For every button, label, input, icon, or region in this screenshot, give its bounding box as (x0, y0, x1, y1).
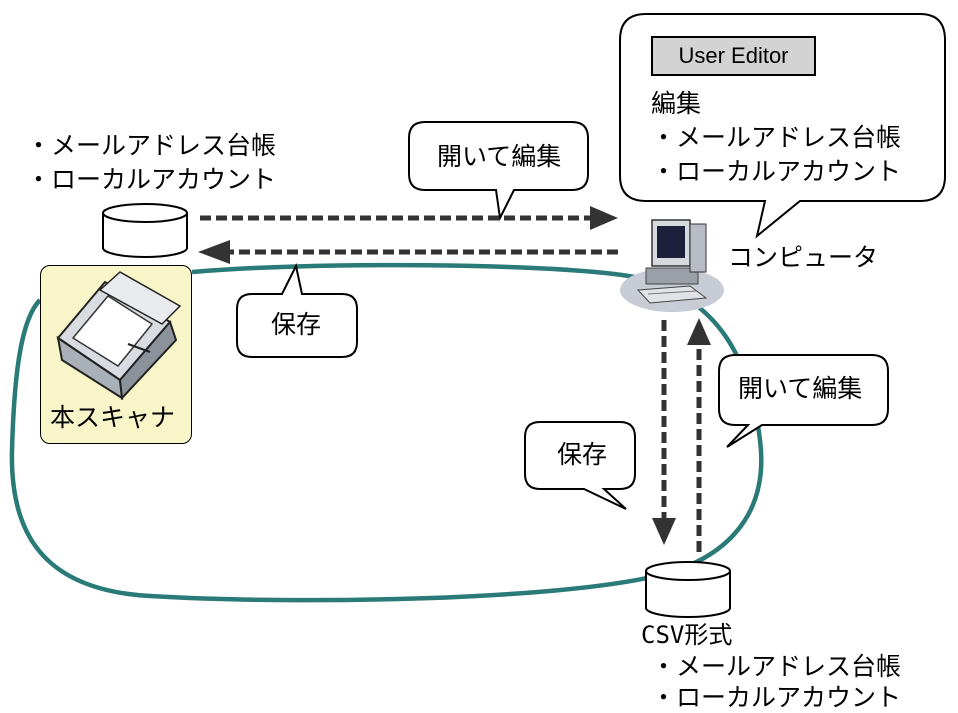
csv-title: CSV形式 (641, 621, 733, 649)
arrow-scanner-to-computer (200, 206, 618, 230)
callout-open-edit-right-shape (718, 354, 889, 448)
user-editor-heading: 編集 (651, 89, 702, 118)
user-editor-item-account: ・ローカルアカウント (651, 157, 902, 186)
callout-save-left-shape (236, 263, 358, 358)
callout-open-edit-top: 開いて編集 (437, 142, 562, 171)
scanner-device-icon-overlay (56, 271, 182, 401)
arrow-computer-to-csv (652, 320, 676, 545)
scanner-label: 本スキャナ (50, 403, 176, 432)
csv-database-icon (645, 561, 731, 618)
callout-save-right-shape (524, 421, 636, 510)
scanner-data-item-account: ・ローカルアカウント (26, 165, 277, 194)
csv-item-account: ・ローカルアカウント (651, 683, 902, 712)
callout-open-edit-right: 開いて編集 (738, 374, 863, 403)
user-editor-app-button[interactable]: User Editor (651, 36, 816, 76)
scanner-data-item-email: ・メールアドレス台帳 (26, 131, 277, 160)
user-editor-item-email: ・メールアドレス台帳 (651, 123, 902, 152)
scanner-database-icon (102, 203, 188, 258)
callout-save-right: 保存 (557, 440, 608, 469)
callout-save-left: 保存 (271, 310, 322, 339)
computer-label: コンピュータ (728, 243, 879, 272)
arrow-csv-to-computer (687, 318, 711, 552)
callout-open-edit-top-shape (408, 121, 589, 222)
csv-item-email: ・メールアドレス台帳 (651, 652, 902, 681)
computer-icon (620, 219, 724, 312)
arrow-computer-to-scanner (198, 240, 618, 264)
